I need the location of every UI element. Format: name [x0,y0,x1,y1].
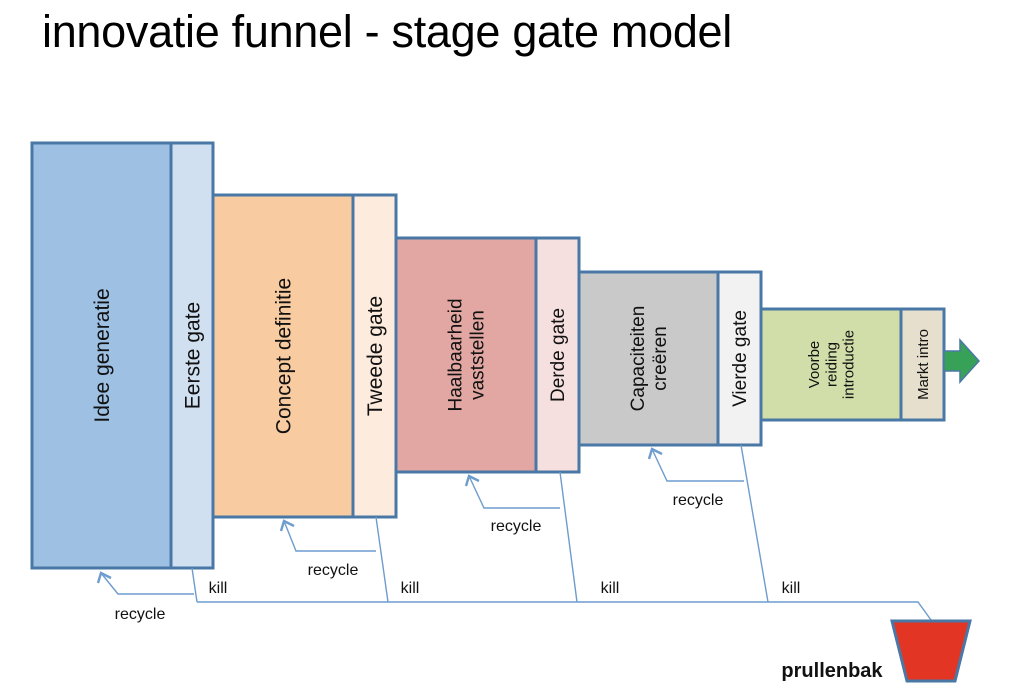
recycle-label: recycle [308,562,359,579]
kill-line [191,567,198,603]
trash-bin-icon [890,619,972,683]
stage-group: Concept definitie Tweede gate [211,193,398,519]
recycle-arrowhead-icon [279,519,295,532]
page-title: innovatie funnel - stage gate model [42,6,732,57]
kill-line [740,444,769,603]
stage-box [759,307,903,422]
recycle-line [100,572,194,595]
kill-label: kill [401,580,420,597]
stage-label: Voorbereidingintroductie [806,330,858,399]
kill-path: kill [375,516,420,603]
gate-box [351,193,398,519]
stage-label: Haalbaarheidvaststellen [446,298,489,411]
recycle-arrow: recycle [96,571,194,623]
gate-label: Vierde gate [730,310,751,407]
stage-box [30,141,173,570]
gate-label: Markt intro [915,329,932,400]
recycle-arrow: recycle [464,474,560,535]
kill-line [375,516,389,603]
stage-label: Concept definitie [272,278,295,434]
gate-label: Derde gate [548,308,569,402]
recycle-arrowhead-icon [464,474,480,487]
stage-group: Haalbaarheidvaststellen Derde gate [394,236,581,474]
recycle-arrowhead-icon [647,447,663,460]
kill-path: kill [559,471,620,603]
trash-bin-label: prullenbak [781,660,883,682]
kill-label: kill [209,580,228,597]
recycle-line [651,448,744,482]
gate-label: Tweede gate [364,296,387,416]
recycle-label: recycle [673,492,724,509]
kill-path: kill [191,567,228,603]
recycle-arrow: recycle [647,447,744,509]
gate-label: Eerste gate [181,302,204,409]
recycle-arrow: recycle [279,519,376,579]
output-arrow-icon [943,338,981,384]
recycle-line [283,520,376,552]
stage-group: Capaciteitencreëren Vierde gate [577,270,763,447]
stage-label: Capaciteitencreëren [628,306,671,412]
gate-box [899,307,946,422]
kill-line [559,471,578,603]
gate-box [169,141,215,570]
stage-label: Idee generatie [91,288,114,422]
recycle-line [468,475,560,509]
kill-label: kill [601,580,620,597]
recycle-label: recycle [115,606,166,623]
kill-collector-line [197,601,932,621]
stage-group: Voorbereidingintroductie Markt intro [759,307,946,422]
stage-group: Idee generatie Eerste gate [30,141,215,570]
kill-path: kill [740,444,801,603]
recycle-arrowhead-icon [96,571,112,584]
gate-box [534,236,581,474]
gate-box [716,270,763,447]
stage-box [394,236,538,474]
recycle-label: recycle [491,518,542,535]
kill-label: kill [782,580,801,597]
stage-box [211,193,355,519]
